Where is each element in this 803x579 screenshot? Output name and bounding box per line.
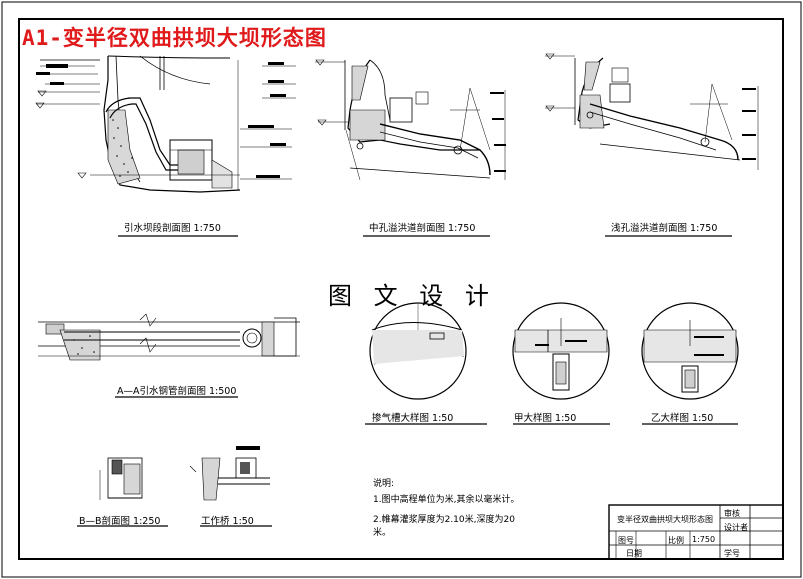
caption-middle-spillway: 中孔溢洪道剖面图 1:750 [369, 223, 476, 234]
caption-shallow-spillway: 浅孔溢洪道剖面图 1:750 [611, 223, 718, 234]
center-label: 图 文 设 计 [328, 282, 496, 310]
notes-line-2a: 2.帷幕灌浆厚度为2.10米,深度为20 [373, 515, 515, 525]
notes-line-1: 1.图中高程单位为米,其余以毫米计。 [373, 495, 520, 505]
penstock-aa-drawing [38, 313, 300, 361]
caption-penstock-aa: A—A引水钢管剖面图 1:500 [117, 386, 237, 397]
notes-line-2b: 米。 [373, 528, 392, 538]
intake-section-drawing [35, 55, 296, 193]
title-block-drawing-name: 变半径双曲拱坝大坝形态图 [617, 515, 713, 524]
title-block-designer: 设计者 [724, 523, 748, 532]
detail-b-drawing [641, 302, 739, 400]
sheet-title: A1-变半径双曲拱坝大坝形态图 [22, 26, 327, 50]
title-block-tag-code: 图号 [618, 536, 634, 545]
aerator-detail-drawing [369, 302, 467, 400]
middle-spillway-drawing [315, 59, 506, 181]
work-bridge-drawing [189, 446, 270, 501]
caption-intake-section: 引水坝段剖面图 1:750 [124, 223, 221, 234]
title-block-frame [608, 504, 784, 560]
title-block-approve: 审核 [724, 509, 740, 518]
inner-border [18, 18, 784, 560]
title-block-scale: 1:750 [692, 535, 716, 544]
shallow-spillway-drawing [545, 53, 759, 170]
caption-detail-a: 甲大样图 1:50 [514, 413, 577, 424]
caption-section-bb: B—B剖面图 1:250 [79, 516, 161, 527]
caption-aerator-detail: 掺气槽大样图 1:50 [372, 413, 454, 424]
title-block-date: 日期 [626, 549, 642, 558]
section-bb-drawing [99, 457, 143, 500]
caption-detail-b: 乙大样图 1:50 [651, 413, 714, 424]
title-block-student-no: 学号 [724, 549, 740, 558]
caption-work-bridge: 工作桥 1:50 [201, 516, 254, 527]
detail-a-drawing [512, 302, 610, 400]
title-block-ratio: 比例 [668, 536, 684, 545]
notes-heading: 说明: [373, 479, 395, 489]
